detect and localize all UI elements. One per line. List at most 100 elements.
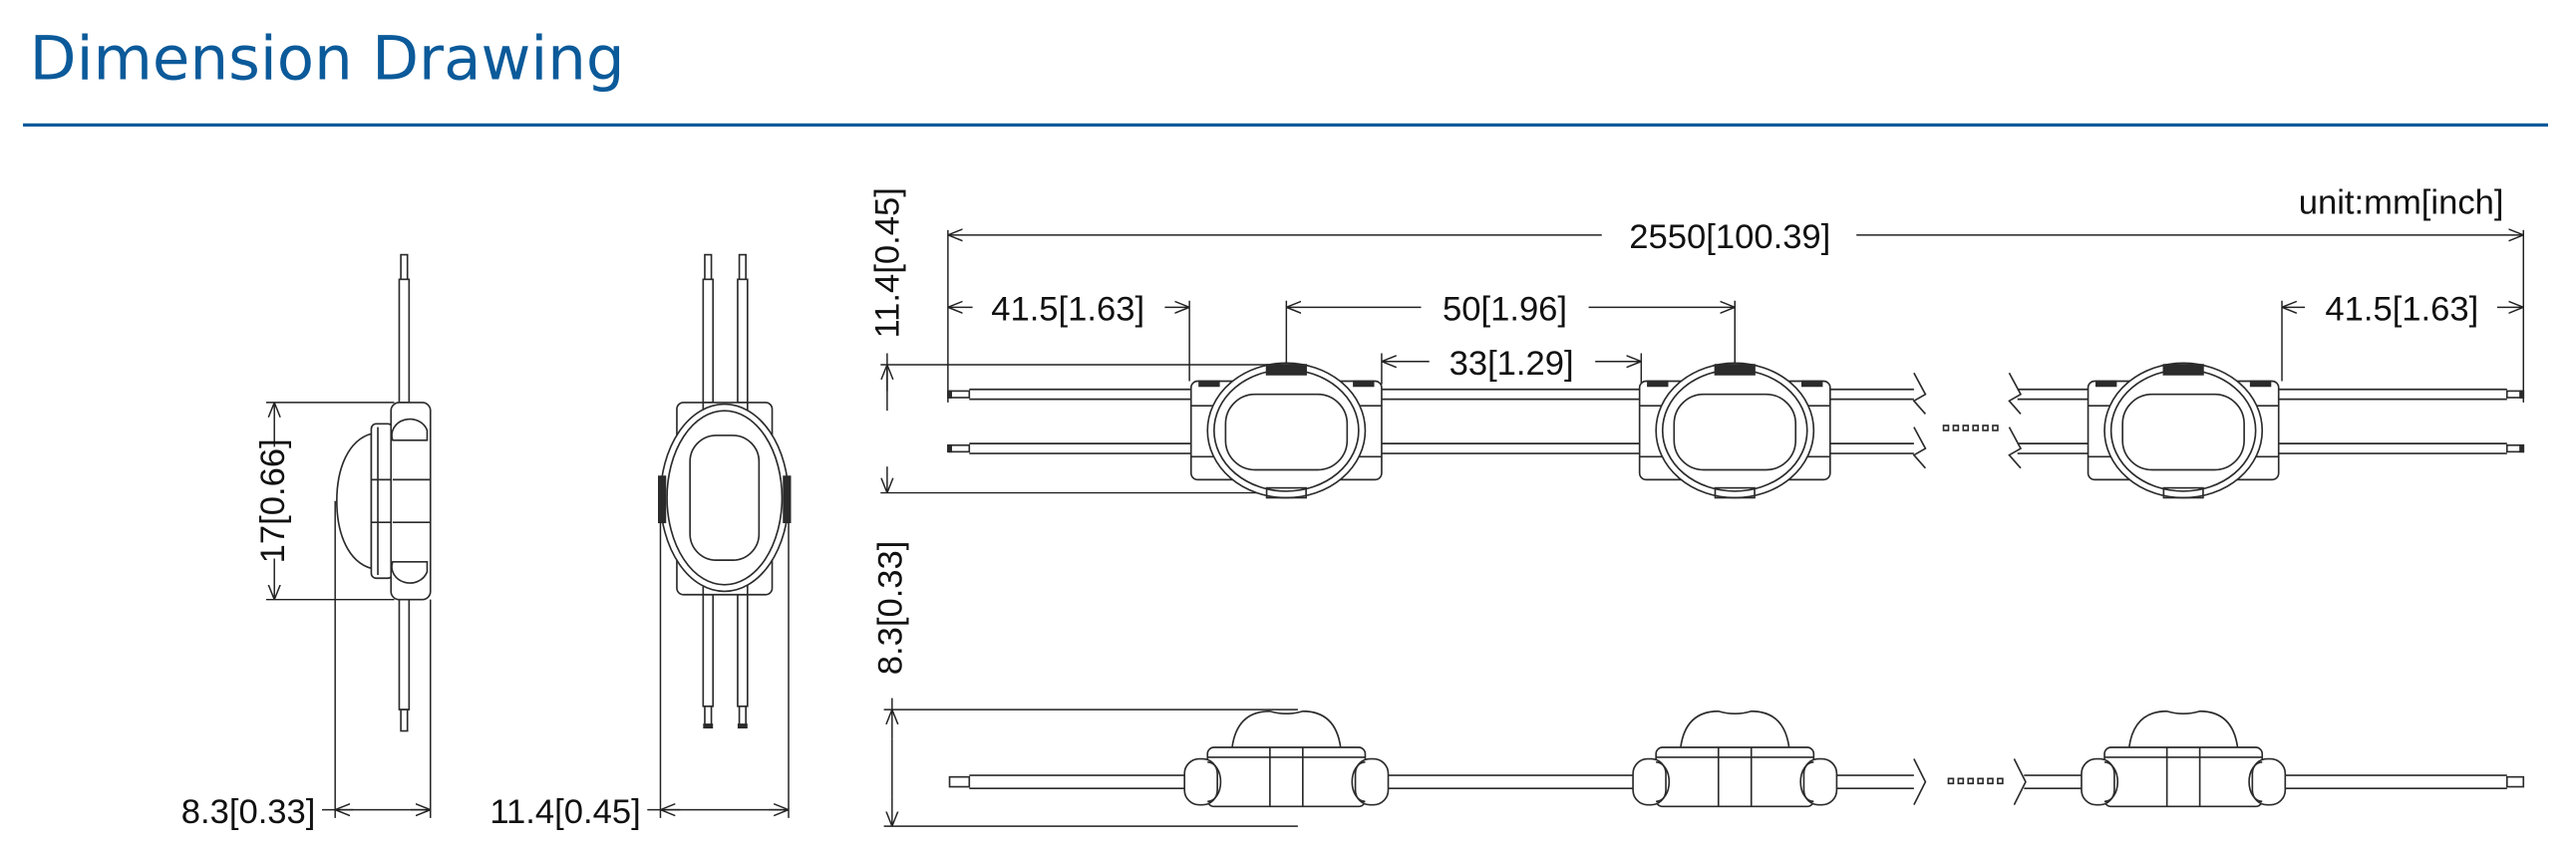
break-line bbox=[2008, 426, 2023, 469]
continuation-dot bbox=[1987, 777, 1994, 785]
dim-label-pitch: 50[1.96] bbox=[1443, 291, 1567, 329]
module-top-tab bbox=[1714, 364, 1756, 376]
module-bump-arc bbox=[1799, 761, 1814, 803]
continuation-dot bbox=[1962, 425, 1970, 431]
module-bump bbox=[1802, 757, 1838, 806]
continuation-dot bbox=[1957, 777, 1965, 785]
continuation-dot bbox=[1942, 425, 1950, 431]
led-module-top bbox=[2087, 362, 2280, 499]
module-bump-arc bbox=[1656, 761, 1671, 803]
module-top-tab bbox=[1265, 364, 1307, 376]
continuation-dot bbox=[1952, 425, 1960, 431]
module-bottom-tab bbox=[1714, 486, 1756, 499]
module-bump-arc bbox=[2248, 761, 2263, 803]
dim-label-side-depth: 8.3[0.33] bbox=[181, 793, 316, 831]
dim-pitch: 50[1.96] bbox=[1285, 291, 1736, 366]
break-line bbox=[1912, 426, 1927, 469]
wire-tip bbox=[948, 390, 971, 399]
dim-label-module-width: 11.4[0.45] bbox=[868, 187, 906, 338]
module-bottom-tab bbox=[2162, 486, 2204, 499]
dim-module-height: 8.3[0.33] bbox=[872, 541, 1298, 827]
module-bump-arc bbox=[2103, 761, 2118, 803]
module-mark bbox=[1647, 380, 1669, 388]
module-lens bbox=[1673, 393, 1797, 471]
dim-side-height: 17[0.66] bbox=[254, 402, 395, 601]
module-top-tab bbox=[2162, 364, 2204, 376]
dim-front-width: 11.4[0.45] bbox=[489, 522, 790, 831]
module-housing bbox=[1655, 362, 1815, 499]
top-view-wires bbox=[947, 372, 2525, 469]
break-line bbox=[1912, 372, 1927, 416]
wire-tip-end bbox=[947, 443, 952, 453]
page-title: Dimension Drawing bbox=[30, 23, 625, 94]
module-mark bbox=[1353, 380, 1375, 388]
wire-tip-end bbox=[947, 390, 952, 399]
front-view-wires bbox=[702, 253, 749, 729]
dim-label-total-length: 2550[100.39] bbox=[1629, 218, 1830, 256]
dim-label-module-height: 8.3[0.33] bbox=[872, 541, 910, 676]
module-dome bbox=[1231, 709, 1342, 748]
top-string-view: unit:mm[inch] 2550[100.39] 41.5[1.63] 50… bbox=[868, 183, 2525, 499]
wire-tip-end bbox=[2519, 390, 2525, 399]
dim-lead-right: 41.5[1.63] bbox=[2281, 291, 2524, 382]
module-lens bbox=[2121, 393, 2245, 471]
continuation-dot bbox=[1967, 777, 1975, 785]
dim-label-lead-right: 41.5[1.63] bbox=[2325, 291, 2478, 329]
module-lens bbox=[1224, 393, 1349, 471]
led-module-top bbox=[1189, 362, 1383, 499]
led-module-side bbox=[1632, 709, 1838, 808]
module-bump bbox=[1354, 757, 1390, 806]
front-view: 11.4[0.45] bbox=[489, 253, 792, 831]
led-module-top bbox=[1638, 362, 1831, 499]
module-bump-arc bbox=[1207, 761, 1222, 803]
dim-label-lead-left: 41.5[1.63] bbox=[991, 291, 1144, 329]
module-bump bbox=[2081, 757, 2115, 806]
module-bottom-tab bbox=[1265, 486, 1307, 499]
module-housing bbox=[2103, 362, 2264, 499]
wire-tip bbox=[948, 775, 971, 788]
module-mark bbox=[1198, 380, 1220, 388]
module-mark bbox=[1800, 380, 1823, 388]
break-line bbox=[2008, 372, 2023, 416]
unit-label: unit:mm[inch] bbox=[2299, 183, 2504, 221]
continuation-dot bbox=[1997, 777, 2004, 785]
module-bump bbox=[2251, 757, 2287, 806]
module-body bbox=[2103, 746, 2264, 808]
title-rule bbox=[23, 123, 2548, 128]
dim-label-side-height: 17[0.66] bbox=[254, 438, 292, 563]
front-view-module bbox=[658, 402, 792, 596]
side-string-view: 8.3[0.33] bbox=[872, 541, 2525, 827]
module-bump bbox=[1183, 757, 1218, 806]
dim-side-depth: 8.3[0.33] bbox=[181, 500, 432, 831]
dim-total-length: 2550[100.39] bbox=[947, 218, 2525, 403]
module-body bbox=[1655, 746, 1815, 808]
module-bump bbox=[1632, 757, 1667, 806]
continuation-dot bbox=[1947, 777, 1955, 785]
module-dome bbox=[2127, 709, 2239, 748]
module-mark bbox=[2094, 380, 2117, 388]
wire-tip-end bbox=[2519, 443, 2525, 453]
side-view-module bbox=[336, 402, 432, 601]
continuation-dot bbox=[1992, 425, 1999, 431]
module-housing bbox=[1206, 362, 1367, 499]
dim-gap: 33[1.29] bbox=[1381, 345, 1643, 385]
wire-tip bbox=[948, 443, 971, 453]
continuation-dot bbox=[1982, 425, 1989, 431]
side-view-wires bbox=[948, 758, 2525, 806]
break-line bbox=[1913, 758, 1927, 806]
module-body bbox=[1206, 746, 1367, 808]
dim-label-front-width: 11.4[0.45] bbox=[489, 793, 640, 831]
dim-label-gap: 33[1.29] bbox=[1449, 345, 1574, 383]
module-bump-arc bbox=[1351, 761, 1366, 803]
continuation-dot bbox=[1972, 425, 1979, 431]
led-module-side bbox=[1183, 709, 1390, 808]
continuation-dot bbox=[1977, 777, 1984, 785]
module-dome bbox=[1680, 709, 1790, 748]
module-mark bbox=[2249, 380, 2272, 388]
dim-module-width: 11.4[0.45] bbox=[868, 187, 1269, 494]
dim-lead-left: 41.5[1.63] bbox=[947, 291, 1190, 382]
break-line bbox=[2013, 758, 2027, 806]
wire-tip bbox=[2505, 775, 2525, 788]
led-module-side bbox=[2081, 709, 2287, 808]
